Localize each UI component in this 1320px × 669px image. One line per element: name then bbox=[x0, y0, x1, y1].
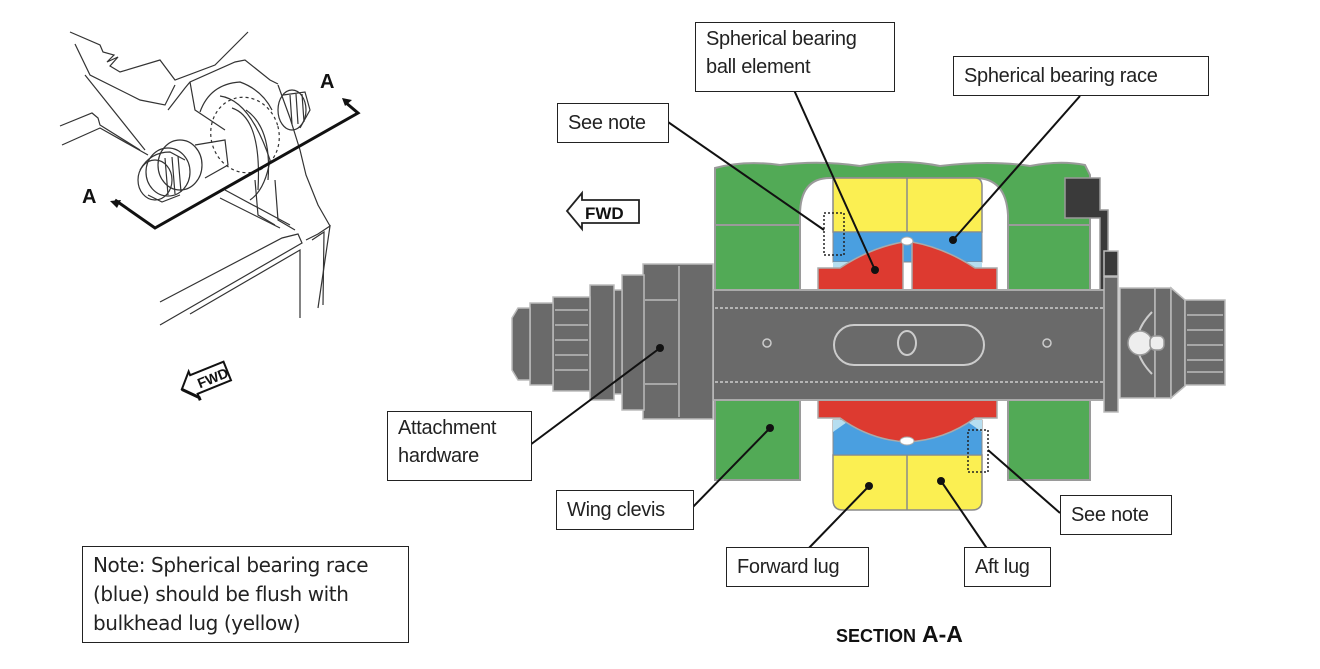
section-cut-line bbox=[114, 100, 361, 230]
attachment-hardware-right bbox=[1103, 250, 1226, 413]
ball-element-lower bbox=[817, 399, 998, 446]
callout-bearing-race: Spherical bearing race bbox=[953, 56, 1209, 96]
leader-dots bbox=[656, 236, 957, 490]
callout-wing-clevis: Wing clevis bbox=[556, 490, 694, 530]
see-note-highlight-top bbox=[823, 212, 845, 256]
isometric-view bbox=[59, 31, 331, 326]
note-box: Note: Spherical bearing race (blue) shou… bbox=[82, 546, 409, 643]
section-arrow-top-icon bbox=[342, 98, 352, 106]
callout-aft-lug: Aft lug bbox=[964, 547, 1051, 587]
section-marker-top: A bbox=[320, 71, 334, 93]
wing-clevis bbox=[714, 161, 1091, 481]
callout-ball-element-line2: ball element bbox=[706, 56, 811, 78]
section-arrow-bottom-icon bbox=[110, 200, 121, 208]
callout-ball-element: Spherical bearing ball element bbox=[695, 22, 895, 92]
leader-lines bbox=[529, 89, 1081, 551]
ball-element-upper bbox=[817, 236, 998, 293]
callout-ball-element-line1: Spherical bearing bbox=[706, 28, 857, 50]
callout-attachment-hardware-line2: hardware bbox=[398, 445, 479, 467]
callout-see-note-bottom: See note bbox=[1060, 495, 1172, 535]
section-title-prefix: SECTION bbox=[836, 626, 917, 646]
callout-forward-lug: Forward lug bbox=[726, 547, 869, 587]
callout-attachment-hardware-line1: Attachment bbox=[398, 417, 497, 439]
bulkhead-lug-upper bbox=[832, 177, 983, 233]
iso-fwd-arrow-icon: FWD bbox=[180, 360, 233, 401]
bolt-shaft bbox=[712, 289, 1109, 401]
note-line-3: bulkhead lug (yellow) bbox=[93, 611, 301, 635]
note-line-2: (blue) should be flush with bbox=[93, 582, 349, 606]
section-fwd-arrow-icon: FWD bbox=[565, 190, 640, 232]
section-title-id: A-A bbox=[922, 621, 963, 647]
note-line-1: Note: Spherical bearing race bbox=[93, 553, 369, 577]
bulkhead-lug-lower bbox=[832, 454, 983, 511]
callout-see-note-top: See note bbox=[557, 103, 669, 143]
section-marker-bottom: A bbox=[82, 186, 96, 208]
section-fwd-label: FWD bbox=[585, 204, 624, 223]
attachment-hardware-left bbox=[511, 263, 714, 420]
callout-attachment-hardware: Attachment hardware bbox=[387, 411, 532, 481]
